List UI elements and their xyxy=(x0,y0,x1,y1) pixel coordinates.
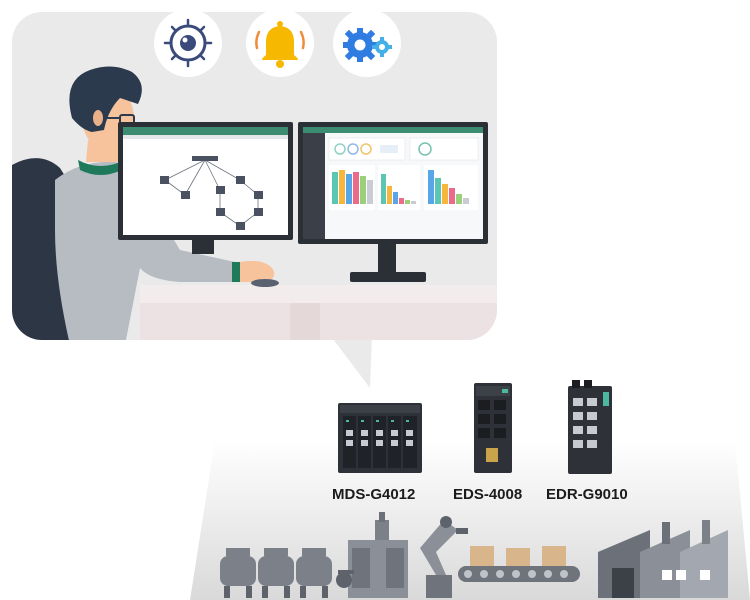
factory-robot-arm xyxy=(420,516,468,598)
device-edr-g9010 xyxy=(568,380,612,474)
factory-conveyor xyxy=(458,546,580,582)
person-body xyxy=(55,161,238,340)
device-eds-4008 xyxy=(474,383,512,473)
desk xyxy=(140,285,497,303)
bell-icon xyxy=(246,9,314,77)
device-label-mds-g4012: MDS-G4012 xyxy=(332,486,416,503)
device-mds-g4012 xyxy=(338,403,422,473)
factory-tanks xyxy=(220,548,332,598)
mouse xyxy=(251,279,279,287)
monitor-right xyxy=(298,122,488,282)
factory-buildings xyxy=(598,520,728,598)
gears-icon xyxy=(333,9,401,77)
device-label-edr-g9010: EDR-G9010 xyxy=(546,486,628,503)
eye-icon xyxy=(154,9,222,77)
factory-refinery xyxy=(336,512,408,598)
device-label-eds-4008: EDS-4008 xyxy=(453,486,523,503)
person-hair xyxy=(69,66,142,132)
monitor-left xyxy=(118,122,293,254)
person-hand xyxy=(240,260,275,282)
